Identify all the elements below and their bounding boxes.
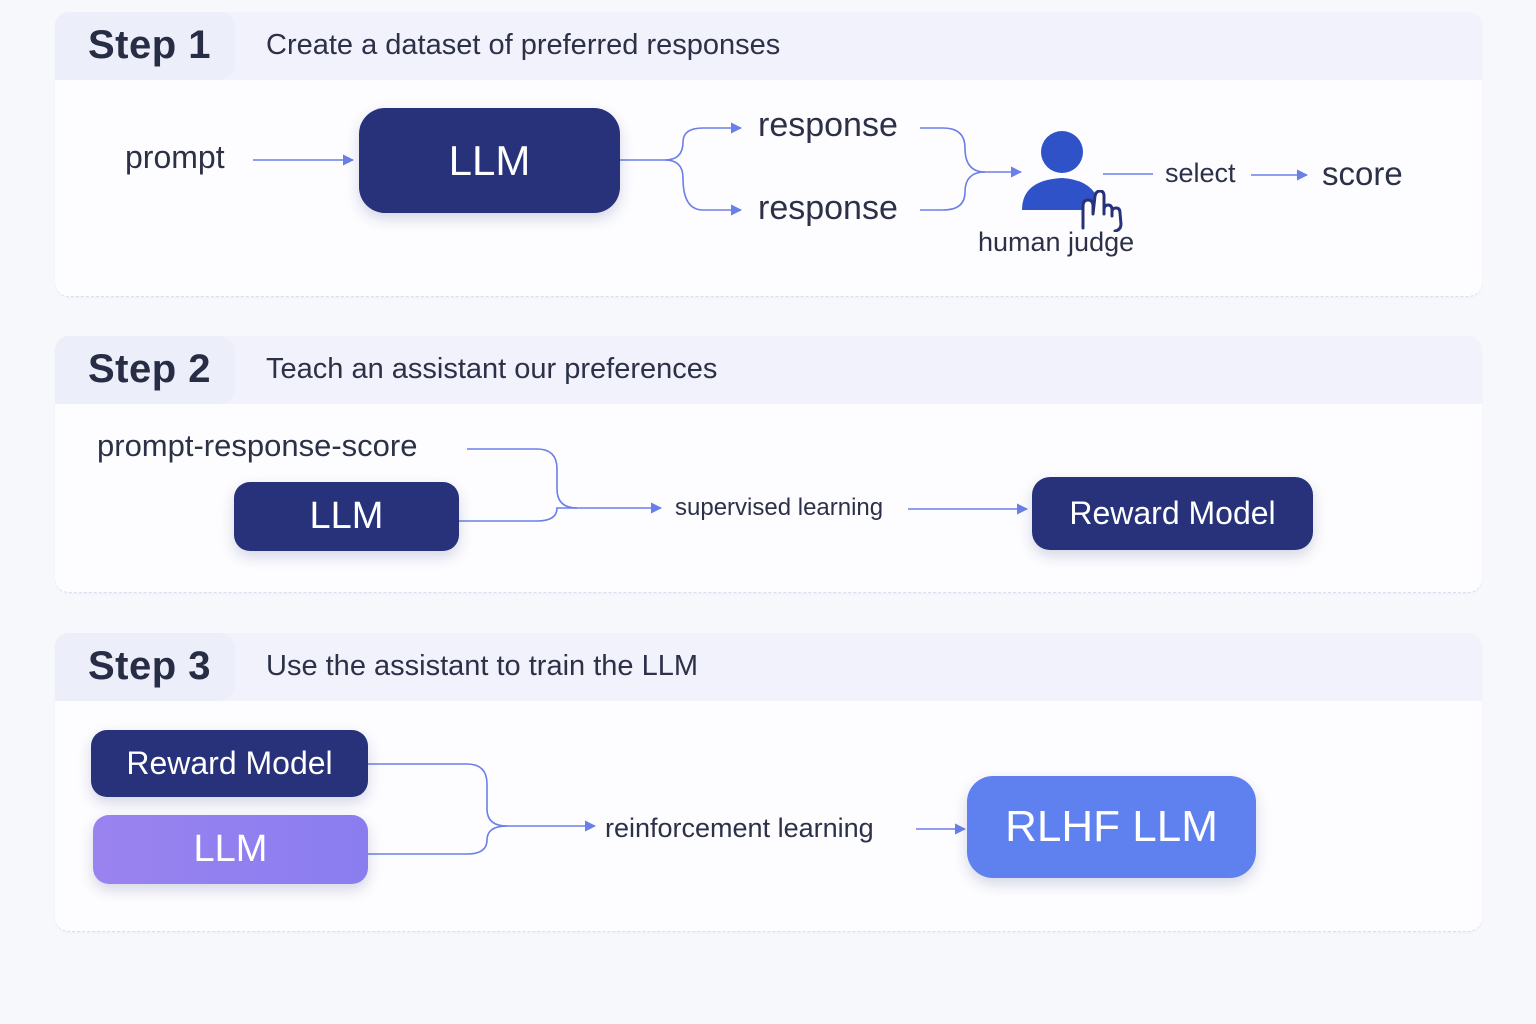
step-1-connectors (253, 122, 1309, 216)
step-2-title: Teach an assistant our preferences (266, 353, 718, 385)
llm-to-response-bottom-arrow (664, 159, 743, 216)
person-icon (1022, 131, 1097, 210)
step-2-panel: Step 2 Teach an assistant our preference… (55, 336, 1482, 593)
step-3-tab: Step 3 (55, 633, 235, 701)
input-to-merge-line (467, 448, 578, 509)
step-3-header: Step 3 Use the assistant to train the LL… (55, 633, 1482, 701)
step-1-llm-node: LLM (359, 108, 620, 213)
step-1-panel: Step 1 Create a dataset of preferred res… (55, 12, 1482, 297)
step-3-llm-node: LLM (93, 815, 368, 884)
response-bottom-to-judge-line (920, 171, 986, 211)
step-1-response-bottom: response (758, 189, 898, 227)
step-1-tab: Step 1 (55, 12, 235, 80)
step-1-prompt-label: prompt (125, 139, 225, 175)
step-1-select-label: select (1165, 158, 1236, 188)
step-3-method-label: reinforcement learning (605, 813, 874, 843)
step-3-rlhf-llm-node: RLHF LLM (967, 776, 1256, 878)
step-2-connectors (459, 448, 1029, 522)
llm-to-merge-line (459, 507, 577, 522)
step-2-input-label: prompt-response-score (97, 428, 418, 463)
step-3-title: Use the assistant to train the LLM (266, 650, 698, 682)
llm-to-response-top-arrow (620, 122, 743, 161)
step-1-title: Create a dataset of preferred responses (266, 29, 781, 61)
step-1-response-top: response (758, 106, 898, 144)
step-1-judge-label: human judge (978, 227, 1135, 257)
step-2-method-label: supervised learning (675, 494, 884, 521)
step-3-panel: Step 3 Use the assistant to train the LL… (55, 633, 1482, 932)
response-top-to-judge-arrow (920, 127, 1023, 178)
step-3-reward-model-node: Reward Model (91, 730, 368, 797)
step-2-llm-node: LLM (234, 482, 459, 551)
step-2-header: Step 2 Teach an assistant our preference… (55, 336, 1482, 404)
step-2-label: Step 2 (88, 347, 212, 391)
step-1-header: Step 1 Create a dataset of preferred res… (55, 12, 1482, 80)
step-3-label: Step 3 (88, 644, 212, 688)
llm-to-merge-line (368, 825, 508, 855)
step-1-score-label: score (1322, 155, 1403, 192)
hand-pointer-icon (1081, 190, 1123, 232)
step-2-reward-model-node: Reward Model (1032, 477, 1313, 550)
step-3-connectors (368, 763, 967, 855)
reward-to-merge-line (368, 763, 508, 827)
step-2-tab: Step 2 (55, 336, 235, 404)
step-1-label: Step 1 (88, 23, 212, 67)
